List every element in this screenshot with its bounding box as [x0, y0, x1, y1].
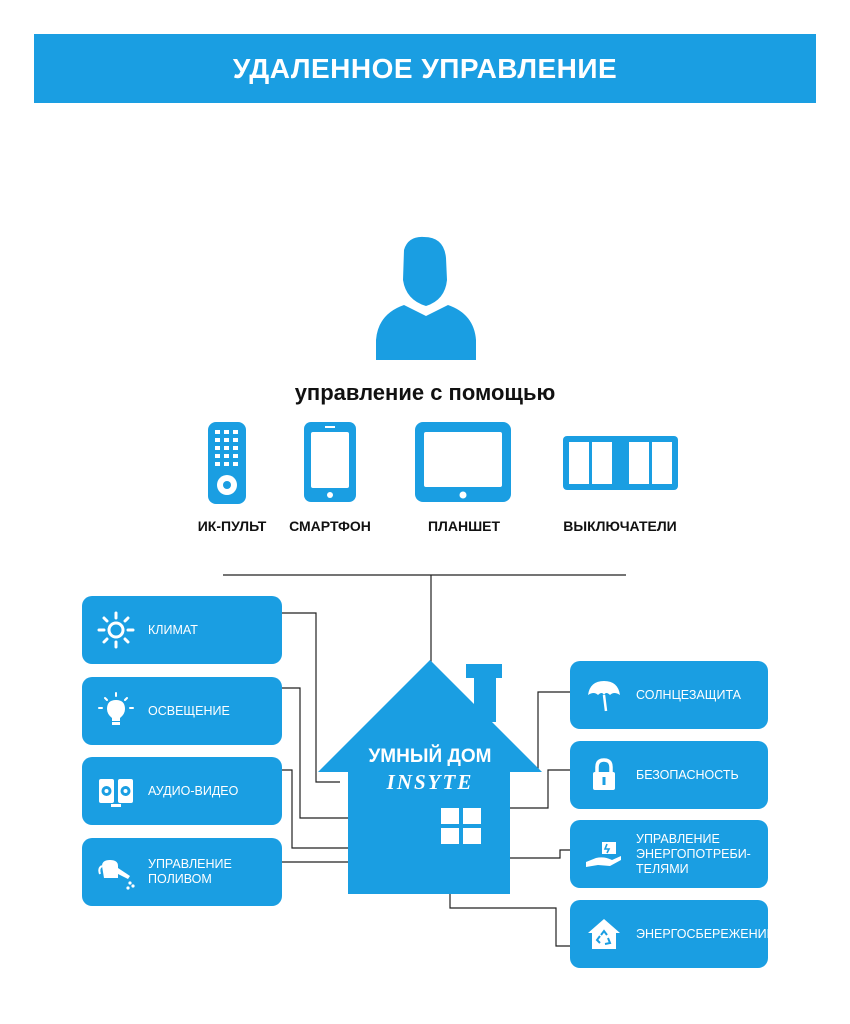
- tablet-icon: [415, 422, 511, 502]
- light-bulb-icon: [98, 692, 134, 725]
- smart-house-graphic: [318, 660, 542, 894]
- smartphone-icon: [304, 422, 356, 502]
- feature-irrigation: УПРАВЛЕНИЕ ПОЛИВОМ: [82, 838, 282, 906]
- umbrella-icon: [588, 681, 620, 712]
- device-label-tablet: ПЛАНШЕТ: [427, 518, 501, 534]
- feature-label: АУДИО-ВИДЕО: [148, 783, 239, 798]
- wall-switch-icon: [563, 436, 678, 490]
- user-icon: [376, 236, 476, 360]
- window-icon: [441, 808, 481, 844]
- feature-energy-saving: ЭНЕРГОСБЕРЕЖЕНИЕ: [570, 900, 775, 968]
- feature-label: УПРАВЛЕНИЕ ЭНЕРГОПОТРЕБИ- ТЕЛЯМИ: [636, 831, 751, 876]
- feature-climate: КЛИМАТ: [82, 596, 282, 664]
- feature-label: ЭНЕРГОСБЕРЕЖЕНИЕ: [636, 926, 775, 941]
- feature-label: УПРАВЛЕНИЕ ПОЛИВОМ: [148, 857, 232, 886]
- house-title: УМНЫЙ ДОМ: [368, 746, 492, 767]
- device-label-smartphone: СМАРТФОН: [289, 518, 371, 534]
- eco-house-icon: [588, 919, 620, 949]
- house-brand: INSYTE: [386, 770, 474, 794]
- device-label-switches: ВЫКЛЮЧАТЕЛИ: [563, 518, 677, 534]
- feature-label: БЕЗОПАСНОСТЬ: [636, 767, 739, 782]
- speakers-icon: [99, 779, 133, 807]
- remote-control-icon: [208, 422, 246, 504]
- watering-can-icon: [98, 860, 135, 890]
- feature-energy-consumers: УПРАВЛЕНИЕ ЭНЕРГОПОТРЕБИ- ТЕЛЯМИ: [570, 820, 768, 888]
- sun-icon: [97, 611, 135, 649]
- feature-lighting: ОСВЕЩЕНИЕ: [82, 677, 282, 745]
- feature-sun-protection: СОЛНЦЕЗАЩИТА: [570, 661, 768, 729]
- feature-audio-video: АУДИО-ВИДЕО: [82, 757, 282, 825]
- feature-label: КЛИМАТ: [148, 622, 198, 637]
- padlock-icon: [593, 758, 615, 790]
- control-subtitle: управление с помощью: [294, 380, 556, 405]
- hand-energy-icon: [586, 842, 621, 867]
- feature-label: СОЛНЦЕЗАЩИТА: [636, 687, 742, 702]
- device-label-remote: ИК-ПУЛЬТ: [197, 518, 267, 534]
- feature-label: ОСВЕЩЕНИЕ: [148, 703, 230, 718]
- page-title: УДАЛЕННОЕ УПРАВЛЕНИЕ: [232, 52, 618, 84]
- title-banner: УДАЛЕННОЕ УПРАВЛЕНИЕ: [34, 34, 816, 103]
- feature-security: БЕЗОПАСНОСТЬ: [570, 741, 768, 809]
